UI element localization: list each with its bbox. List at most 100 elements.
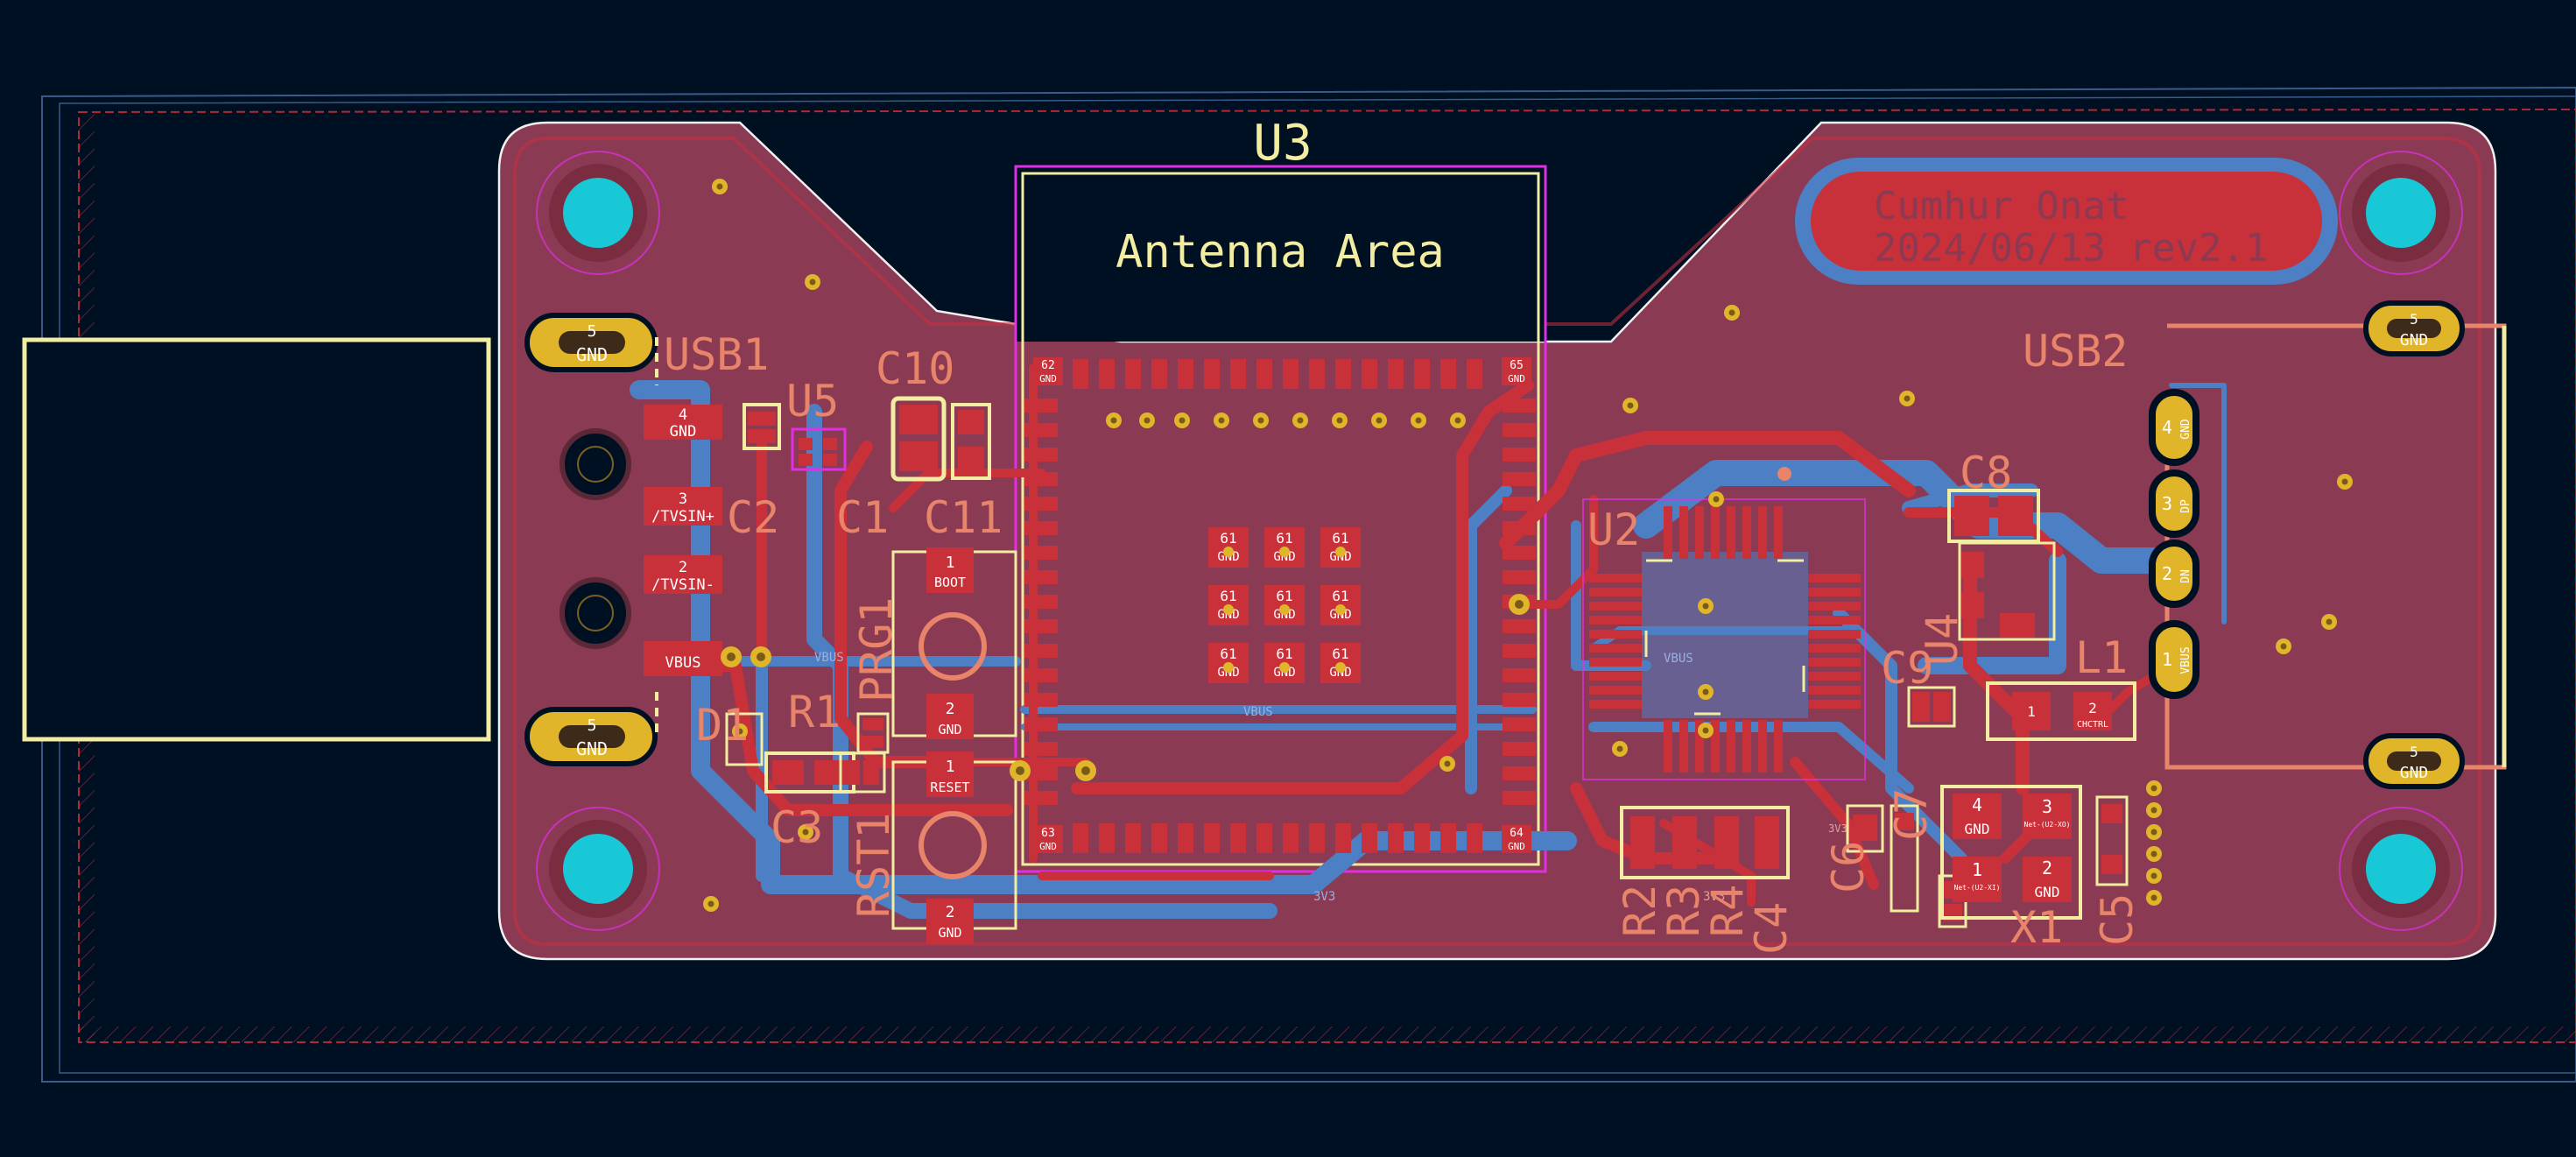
u3-pad[interactable] (1414, 823, 1430, 853)
u3-thermal-pads[interactable]: 61GND 61GND 61GND 61GND 61GND 61GND 61GND 61GND… (1208, 527, 1361, 683)
u3-pad[interactable] (1204, 359, 1220, 389)
u2-pad[interactable] (1589, 686, 1642, 695)
u3-pad[interactable] (1073, 823, 1088, 853)
u3-pad[interactable] (1414, 359, 1430, 389)
mounting-hole-bottom-left[interactable] (536, 807, 660, 931)
u2-pad[interactable] (1711, 720, 1720, 773)
u2-pad[interactable] (1808, 588, 1861, 596)
u3-pad[interactable] (1503, 766, 1536, 780)
u2-pad[interactable] (1679, 720, 1688, 773)
u3-pad[interactable] (1230, 359, 1246, 389)
u3-pad[interactable] (1024, 546, 1058, 560)
u3-pad[interactable] (1073, 359, 1088, 389)
u2-pad[interactable] (1742, 506, 1751, 559)
u3-pad[interactable] (1440, 823, 1456, 853)
u2-pad[interactable] (1727, 506, 1735, 559)
usb1-pad-2[interactable]: 2 /TVSIN- (644, 555, 722, 594)
u3-thermal-pad[interactable]: 61GND (1264, 585, 1305, 625)
u2-pad[interactable] (1808, 686, 1861, 695)
usb2-shield-pad-top[interactable]: 5 GND (2363, 300, 2465, 356)
u2-pad[interactable] (1664, 720, 1672, 773)
u2-pad[interactable] (1774, 720, 1783, 773)
u3-thermal-pad[interactable]: 61GND (1320, 643, 1361, 683)
u3-pad[interactable] (1467, 359, 1482, 389)
u3-pad[interactable] (1024, 595, 1058, 609)
mounting-hole-top-left[interactable] (536, 151, 660, 275)
u3-thermal-pad[interactable]: 61GND (1208, 585, 1249, 625)
u2-pad[interactable] (1589, 658, 1642, 667)
u3-pad[interactable] (1178, 359, 1193, 389)
u3-pad[interactable] (1503, 497, 1536, 511)
usb2-pad-2[interactable]: 2 DN (2149, 540, 2199, 608)
usb2-pad-4[interactable]: 4 GND (2149, 389, 2199, 466)
u2-pad[interactable] (1589, 574, 1642, 582)
u3-pad[interactable] (1024, 742, 1058, 756)
u3-pad[interactable] (1467, 823, 1482, 853)
usb2-shield-pad-bottom[interactable]: 5 GND (2363, 733, 2465, 789)
x1-pad-2[interactable]: 2 GND (2023, 857, 2072, 902)
u3-pad[interactable] (1503, 472, 1536, 486)
u2-pad[interactable] (1808, 644, 1861, 653)
u3-pad[interactable] (1099, 823, 1115, 853)
u3-pad[interactable] (1024, 472, 1058, 486)
u2-pad[interactable] (1774, 506, 1783, 559)
u3-pad[interactable] (1503, 668, 1536, 682)
x1-pad-3[interactable]: 3 Net-(U2-XO) (2023, 794, 2072, 839)
resistor-array[interactable] (1620, 806, 1790, 879)
u3-pad[interactable] (1024, 423, 1058, 437)
u3-pad[interactable] (1503, 619, 1536, 633)
u2-pad[interactable] (1589, 672, 1642, 681)
u3-pad[interactable] (1024, 399, 1058, 413)
u3-pad[interactable] (1503, 644, 1536, 658)
u3-pad[interactable] (1024, 521, 1058, 535)
usb2-pad-1[interactable]: 1 VBUS (2149, 620, 2199, 699)
u3-pad[interactable] (1283, 823, 1299, 853)
u2-pad[interactable] (1742, 720, 1751, 773)
u3-pad[interactable] (1024, 448, 1058, 462)
u2-pad[interactable] (1808, 658, 1861, 667)
u2-footprint[interactable] (1582, 467, 1866, 780)
u2-pad[interactable] (1695, 506, 1704, 559)
u2-pad[interactable] (1589, 616, 1642, 624)
u3-thermal-pad[interactable]: 61GND (1264, 643, 1305, 683)
u3-pad[interactable] (1151, 823, 1167, 853)
u3-pad[interactable] (1178, 823, 1193, 853)
usb1-pad-1[interactable]: VBUS (644, 641, 722, 676)
u3-pad[interactable] (1503, 546, 1536, 560)
u3-pad[interactable] (1503, 570, 1536, 584)
u3-pad[interactable] (1125, 823, 1141, 853)
u3-pad[interactable] (1024, 619, 1058, 633)
smd-passives-left[interactable] (725, 396, 991, 794)
usb2-pad-3[interactable]: 3 DP (2149, 469, 2199, 538)
u3-pad[interactable] (1503, 448, 1536, 462)
u3-pad[interactable] (1125, 359, 1141, 389)
u3-module-pads[interactable] (1024, 359, 1536, 853)
u3-thermal-pad[interactable]: 61GND (1264, 527, 1305, 568)
u3-pad[interactable] (1503, 693, 1536, 707)
u3-pad[interactable] (1230, 823, 1246, 853)
rst1-pad-1[interactable]: 1 RESET (926, 751, 974, 797)
u2-pad[interactable] (1589, 644, 1642, 653)
u2-pad[interactable] (1664, 506, 1672, 559)
u3-pad[interactable] (1503, 521, 1536, 535)
l1-pad-2[interactable]: 2 CHCTRL (2073, 692, 2112, 730)
u3-pad[interactable] (1024, 570, 1058, 584)
rst1-button-footprint[interactable]: 1 RESET 2 GND (891, 751, 1017, 944)
usb2-footprint[interactable]: 5 GND 5 GND 4 GND 3 DP 2 DN 1 VBUS (2149, 300, 2507, 789)
u3-pad[interactable] (1388, 823, 1404, 853)
antenna-area[interactable]: Antenna Area (1014, 165, 1547, 873)
u3-thermal-pad[interactable]: 61GND (1320, 585, 1361, 625)
rst1-pad-2[interactable]: 2 GND (926, 899, 974, 944)
usb1-footprint[interactable]: 5 GND 5 GND 4 GND 3 /TVSIN+ 2 /TVSIN- (22, 313, 722, 766)
u3-thermal-pad[interactable]: 61GND (1320, 527, 1361, 568)
u3-pad[interactable] (1099, 359, 1115, 389)
u3-pad[interactable] (1335, 823, 1351, 853)
u3-pad[interactable] (1362, 823, 1377, 853)
u3-pad[interactable] (1024, 766, 1058, 780)
u2-pad[interactable] (1679, 506, 1688, 559)
usb1-pad-4[interactable]: 4 GND (644, 405, 722, 441)
u2-pad[interactable] (1695, 720, 1704, 773)
u3-thermal-pad[interactable]: 61GND (1208, 527, 1249, 568)
u3-pad[interactable] (1283, 359, 1299, 389)
